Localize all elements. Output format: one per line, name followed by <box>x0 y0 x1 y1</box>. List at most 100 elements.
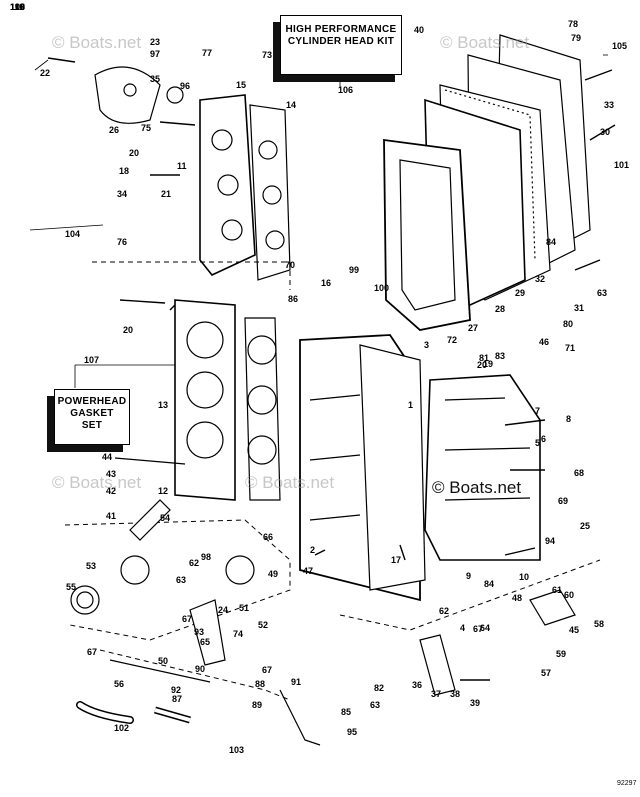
part-callout-99: 99 <box>349 265 359 275</box>
part-callout-93: 93 <box>194 627 204 637</box>
part-callout-20: 20 <box>477 360 487 370</box>
part-callout-97: 97 <box>150 49 160 59</box>
grouping-lines <box>64 261 601 701</box>
part-callout-67: 67 <box>473 624 483 634</box>
part-callout-58: 58 <box>594 619 604 629</box>
part-callout-37: 37 <box>431 689 441 699</box>
part-callout-90: 90 <box>195 664 205 674</box>
cylinder-head <box>199 94 291 281</box>
part-callout-24: 24 <box>218 605 228 615</box>
part-callout-74: 74 <box>233 629 243 639</box>
part-callout-2: 2 <box>310 545 315 555</box>
part-callout-100: 100 <box>374 283 389 293</box>
part-callout-67: 67 <box>262 665 272 675</box>
part-callout-63: 63 <box>597 288 607 298</box>
bolts <box>47 57 616 681</box>
part-callout-32: 32 <box>535 274 545 284</box>
part-callout-46: 46 <box>539 337 549 347</box>
part-callout-76: 76 <box>117 237 127 247</box>
part-callout-42: 42 <box>106 486 116 496</box>
part-callout-33: 33 <box>604 100 614 110</box>
part-callout-102: 102 <box>114 723 129 733</box>
part-callout-13: 13 <box>158 400 168 410</box>
part-callout-34: 34 <box>117 189 127 199</box>
part-callout-101: 101 <box>614 160 629 170</box>
diagram-reference-code: 92297 <box>617 780 637 787</box>
part-callout-53: 53 <box>86 561 96 571</box>
part-callout-45: 45 <box>569 625 579 635</box>
part-callout-23: 23 <box>150 37 160 47</box>
high-performance-head-kit-box: HIGH PERFORMANCE CYLINDER HEAD KIT <box>280 15 402 75</box>
part-callout-16: 16 <box>321 278 331 288</box>
part-callout-35: 35 <box>150 74 160 84</box>
watermark: © Boats.net <box>52 473 142 492</box>
part-callout-87: 87 <box>172 694 182 704</box>
part-callout-107: 107 <box>84 355 99 365</box>
part-callout-60: 60 <box>564 590 574 600</box>
part-callout-92: 92 <box>171 685 181 695</box>
part-callout-67: 67 <box>87 647 97 657</box>
gasket-line-1: POWERHEAD <box>57 396 127 407</box>
part-callout-54: 54 <box>160 513 170 523</box>
part-callout-61: 61 <box>552 585 562 595</box>
part-callout-15: 15 <box>236 80 246 90</box>
part-callout-66: 66 <box>263 532 273 542</box>
part-callout-69: 69 <box>558 496 568 506</box>
part-callout-29: 29 <box>515 288 525 298</box>
part-callout-63: 63 <box>176 575 186 585</box>
part-callout-28: 28 <box>495 304 505 314</box>
part-callout-110: 110 <box>10 2 25 12</box>
cylinder-block <box>174 299 426 602</box>
part-callout-57: 57 <box>541 668 551 678</box>
watermark: © Boats.net <box>440 33 530 52</box>
part-callout-8: 8 <box>566 414 571 424</box>
part-callout-25: 25 <box>580 521 590 531</box>
part-callout-4: 4 <box>460 623 465 633</box>
lower-components <box>70 457 576 746</box>
watermark: © Boats.net <box>245 473 335 492</box>
watermark-main: © Boats.net <box>432 478 522 497</box>
thermostat-cover <box>94 66 184 124</box>
part-callout-79: 79 <box>571 33 581 43</box>
part-callout-83: 83 <box>495 351 505 361</box>
watermark: © Boats.net <box>52 33 142 52</box>
part-callout-73: 73 <box>262 50 272 60</box>
part-callout-59: 59 <box>556 649 566 659</box>
part-callout-68: 68 <box>574 468 584 478</box>
part-callout-56: 56 <box>114 679 124 689</box>
head-kit-line-2: CYLINDER HEAD KIT <box>287 36 395 47</box>
part-callout-94: 94 <box>545 536 555 546</box>
part-callout-91: 91 <box>291 677 301 687</box>
head-kit-line-1: HIGH PERFORMANCE <box>285 24 397 35</box>
part-callout-98: 98 <box>201 552 211 562</box>
part-callout-14: 14 <box>286 100 296 110</box>
part-callout-9: 9 <box>466 571 471 581</box>
part-callout-44: 44 <box>102 452 112 462</box>
part-callout-50: 50 <box>158 656 168 666</box>
part-callout-105: 105 <box>612 41 627 51</box>
part-callout-65: 65 <box>200 637 210 647</box>
part-callout-55: 55 <box>66 582 76 592</box>
part-callout-51: 51 <box>239 603 249 613</box>
part-callout-108: 108 <box>10 2 25 12</box>
part-callout-106: 106 <box>338 85 353 95</box>
part-callout-31: 31 <box>574 303 584 313</box>
gasket-line-2: GASKET <box>70 408 114 419</box>
part-callout-67: 67 <box>182 614 192 624</box>
part-callout-38: 38 <box>450 689 460 699</box>
part-callout-47: 47 <box>303 566 313 576</box>
part-callout-20: 20 <box>123 325 133 335</box>
part-callout-6: 6 <box>541 434 546 444</box>
part-callout-84: 84 <box>484 579 494 589</box>
part-callout-17: 17 <box>391 555 401 565</box>
powerhead-gasket-set-box: POWERHEAD GASKET SET <box>54 389 130 445</box>
part-callout-81: 81 <box>479 353 489 363</box>
crankcase <box>424 374 541 561</box>
part-callout-77: 77 <box>202 48 212 58</box>
part-callout-88: 88 <box>255 679 265 689</box>
part-callout-40: 40 <box>414 25 424 35</box>
part-callout-71: 71 <box>565 343 575 353</box>
part-callout-86: 86 <box>288 294 298 304</box>
part-callout-89: 89 <box>252 700 262 710</box>
